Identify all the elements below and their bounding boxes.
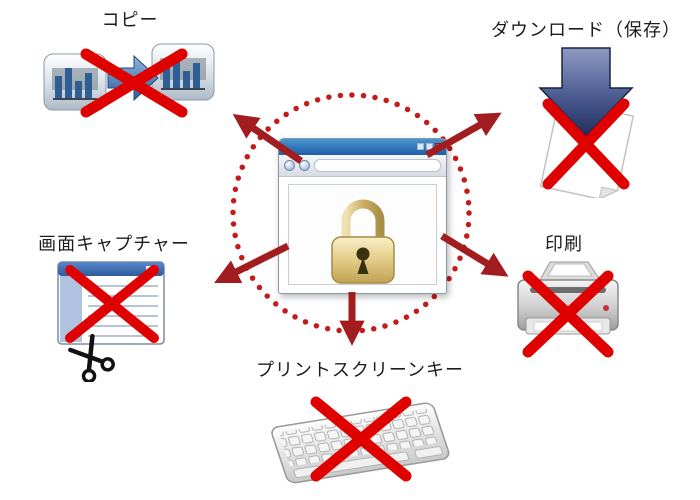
item-print: 印刷 [506,230,622,364]
keyboard-prohibited-icon [271,396,450,484]
maximize-icon [426,143,433,150]
item-print-screen-key: プリントスクリーンキー [240,356,480,492]
red-x-mark [80,48,188,118]
browser-titlebar [279,139,446,155]
browser-toolbar [279,155,446,177]
red-x-mark [522,270,614,358]
minimize-icon [417,143,424,150]
browser-content [279,177,446,292]
print-screen-key-label: プリントスクリーンキー [255,360,465,381]
screen-capture-label: 画面キャプチャー [38,234,190,255]
print-label: 印刷 [545,234,583,255]
back-icon [284,160,295,171]
red-x-mark [65,265,159,343]
chart-document-right [151,43,215,101]
download-prohibited-icon [538,47,635,198]
red-x-mark [310,396,412,482]
printer-graphic [517,261,619,335]
copy-label: コピー [101,10,159,31]
item-screen-capture: 画面キャプチャー [18,230,210,382]
padlock-icon [323,191,403,287]
chart-document-left [43,53,107,111]
central-browser-window [278,138,447,294]
close-icon [435,143,442,150]
copy-prohibited-icon [43,43,215,118]
screen-capture-prohibited-icon [57,261,165,382]
print-prohibited-icon [517,261,619,358]
window-buttons-icon [417,143,442,150]
arrow-to-print [440,233,509,277]
download-label: ダウンロード（保存） [491,20,681,41]
red-x-mark [542,98,630,190]
item-copy: コピー [38,6,222,122]
scissors-icon [68,333,115,382]
item-download: ダウンロード（保存） [474,16,698,198]
forward-icon [299,160,310,171]
address-bar [314,159,441,172]
